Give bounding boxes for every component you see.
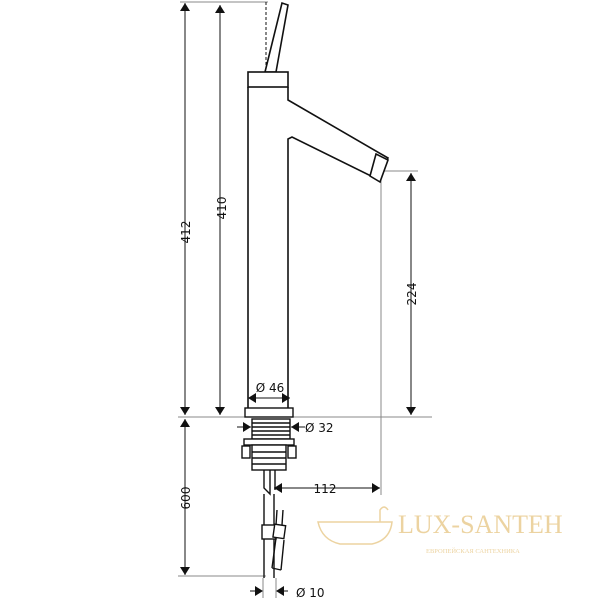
dim-46-label: Ø 46 bbox=[256, 381, 285, 395]
spout-aerator bbox=[369, 152, 389, 184]
dim-112-label: 112 bbox=[314, 482, 337, 496]
dim-32-label: Ø 32 bbox=[305, 421, 334, 435]
dim-10-label: Ø 10 bbox=[296, 586, 325, 600]
dim-224-label: 224 bbox=[405, 283, 419, 306]
watermark-logo: LUX-SANTEH ЕВРОПЕЙСКАЯ САНТЕХНИКА bbox=[317, 506, 563, 555]
watermark-tagline: ЕВРОПЕЙСКАЯ САНТЕХНИКА bbox=[426, 547, 520, 555]
dim-600-label: 600 bbox=[179, 487, 193, 510]
lever-handle bbox=[263, 1, 289, 73]
dim-412-label: 412 bbox=[179, 221, 193, 244]
dim-410-label: 410 bbox=[215, 197, 229, 220]
faucet-body bbox=[247, 1, 390, 410]
mounting-assembly bbox=[241, 407, 297, 578]
watermark-brand: LUX-SANTEH bbox=[398, 510, 563, 539]
bathtub-icon bbox=[317, 521, 393, 545]
